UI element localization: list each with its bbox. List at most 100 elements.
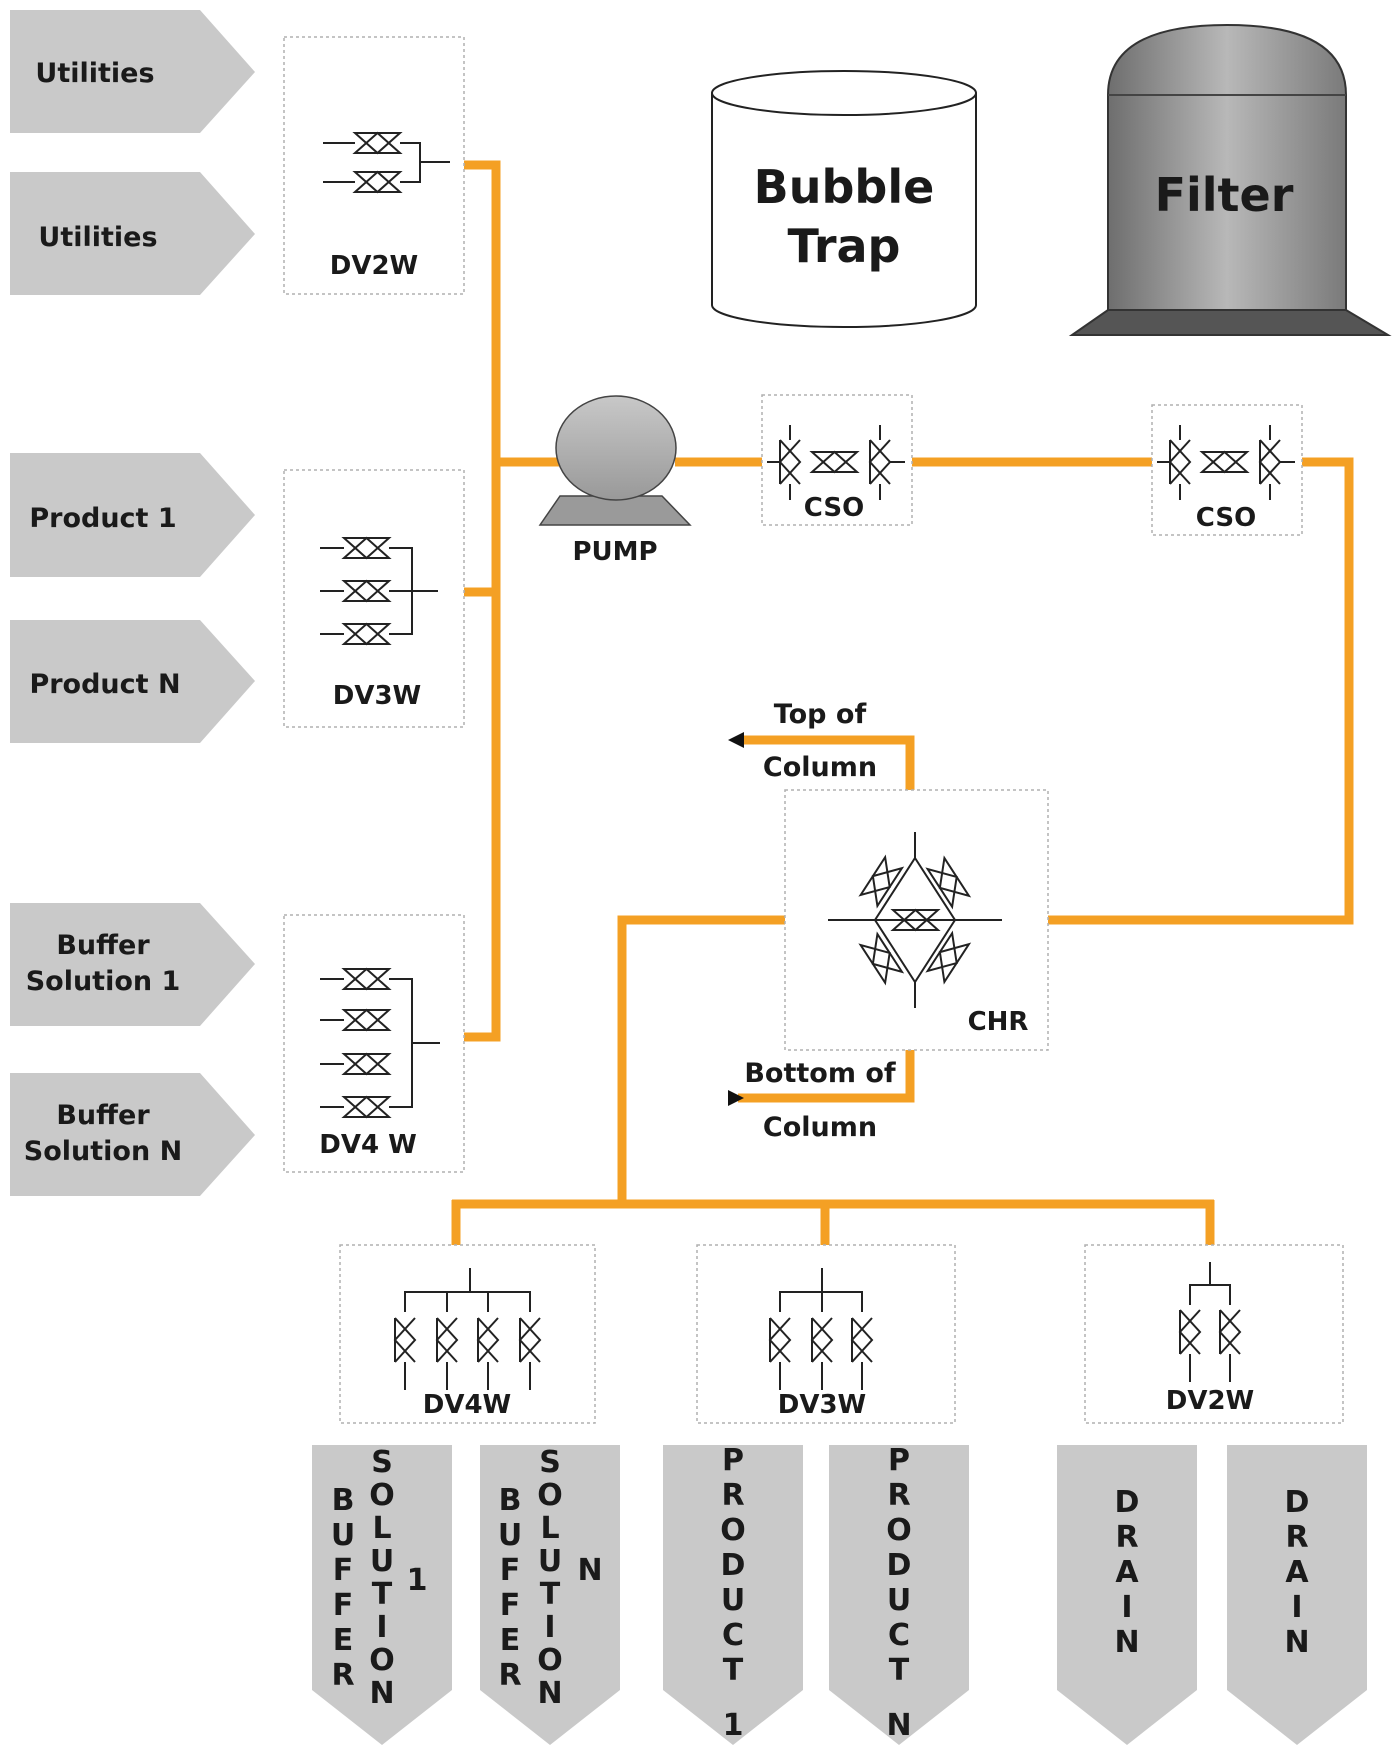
bottom-of-column-line1: Bottom of [744, 1058, 896, 1089]
input-utilities-1: Utilities [10, 10, 255, 133]
input-buffer-solution-n: Buffer Solution N [10, 1073, 255, 1196]
vertical-label-letter: U [331, 1518, 355, 1553]
pump-label: PUMP [572, 537, 657, 567]
valve-box-cso-2: CSO [1151, 404, 1303, 536]
bubble-trap: Bubble Trap [711, 70, 977, 328]
valve-box-chr: CHR [784, 789, 1049, 1051]
vertical-label-letter: T [540, 1577, 561, 1612]
dv3w-bottom-label: DV3W [778, 1390, 866, 1420]
chr-label: CHR [968, 1007, 1029, 1037]
input-product-n: Product N [10, 620, 255, 743]
vertical-label-letter: L [372, 1511, 391, 1546]
vertical-label-letter: U [887, 1583, 911, 1618]
vertical-label-letter: I [1291, 1590, 1302, 1625]
valve-box-dv3w-bottom: DV3W [696, 1244, 956, 1424]
vertical-label-letter: E [500, 1623, 521, 1658]
pipe-header [450, 160, 501, 1042]
vertical-label-letter: E [333, 1623, 354, 1658]
vertical-label-letter: B [332, 1483, 355, 1518]
input-buffer-n-line1: Buffer [56, 1100, 150, 1131]
pipes [438, 160, 1354, 1245]
vertical-label-letter: R [887, 1478, 910, 1513]
input-utilities-2: Utilities [10, 172, 255, 295]
input-product-n-label: Product N [29, 669, 180, 700]
vertical-label-letter: R [498, 1658, 521, 1693]
input-buffer-1-line1: Buffer [56, 930, 150, 961]
vertical-label-letter: P [722, 1443, 744, 1478]
vertical-label-letter: F [500, 1553, 521, 1588]
dv2w-bottom-label: DV2W [1166, 1386, 1254, 1416]
vertical-label-letter: U [370, 1544, 394, 1579]
vertical-label-letter: O [369, 1643, 395, 1678]
vertical-label-letter: S [539, 1445, 561, 1480]
valve-box-dv2w-top: DV2W [283, 36, 465, 295]
vertical-label-letter: U [721, 1583, 745, 1618]
input-buffer-n-line2: Solution N [24, 1136, 182, 1167]
vertical-label-letter: T [889, 1653, 910, 1688]
bubble-trap-label-line1: Bubble [754, 160, 935, 214]
vertical-label-letter: O [369, 1478, 395, 1513]
valve-box-dv4w-left: DV4 W [283, 914, 465, 1173]
input-utilities-2-label: Utilities [38, 222, 157, 253]
filter-vessel: Filter [1068, 23, 1392, 336]
vertical-label-letter: L [540, 1511, 559, 1546]
output-buffer-solution-n-suffix: N [577, 1553, 602, 1588]
vertical-label-letter: R [331, 1658, 354, 1693]
filter-label: Filter [1155, 168, 1294, 222]
vertical-label-letter: O [886, 1513, 912, 1548]
top-of-column-line2: Column [763, 752, 877, 783]
vertical-label-letter: D [1115, 1485, 1140, 1520]
input-product-1: Product 1 [10, 453, 255, 577]
vertical-label-letter: U [538, 1544, 562, 1579]
vertical-label-letter: N [1284, 1625, 1309, 1660]
vertical-label-letter: D [887, 1548, 912, 1583]
vertical-label-letter: O [537, 1643, 563, 1678]
vertical-label-letter: U [498, 1518, 522, 1553]
vertical-label-letter: R [721, 1478, 744, 1513]
pipe-chr-bottom-column [738, 1050, 915, 1103]
vertical-label-letter: O [720, 1513, 746, 1548]
dv2w-top-label: DV2W [330, 251, 418, 281]
vertical-label-letter: R [1115, 1520, 1138, 1555]
bottom-of-column-line2: Column [763, 1112, 877, 1143]
pipe-chr-top-column [738, 735, 915, 790]
vertical-label-letter: A [1285, 1555, 1309, 1590]
vertical-label-letter: D [721, 1548, 746, 1583]
cso-2-label: CSO [1196, 503, 1256, 533]
vertical-label-letter: B [499, 1483, 522, 1518]
valve-box-dv2w-bottom: DV2W [1084, 1244, 1344, 1424]
vertical-label-letter: T [372, 1577, 393, 1612]
output-product-n-suffix: N [886, 1708, 911, 1743]
vertical-label-letter: N [1114, 1625, 1139, 1660]
vertical-label-letter: F [333, 1588, 354, 1623]
vertical-label-letter: F [500, 1588, 521, 1623]
input-utilities-1-label: Utilities [35, 58, 154, 89]
output-product-1-suffix: 1 [723, 1708, 744, 1743]
vertical-label-letter: I [1121, 1590, 1132, 1625]
vertical-label-letter: N [537, 1676, 562, 1711]
top-of-column-line1: Top of [774, 699, 867, 730]
vertical-label-letter: D [1285, 1485, 1310, 1520]
vertical-label-letter: P [888, 1443, 910, 1478]
dv4w-left-label: DV4 W [319, 1130, 417, 1160]
vertical-label-letter: N [369, 1676, 394, 1711]
cso-1-label: CSO [804, 493, 864, 523]
pipe-chr-outlet [617, 915, 785, 1204]
output-buffer-solution-1-suffix: 1 [407, 1563, 428, 1598]
vertical-label-letter: C [722, 1618, 744, 1653]
pump: PUMP [538, 395, 692, 567]
vertical-label-letter: A [1115, 1555, 1139, 1590]
vertical-label-letter: T [723, 1653, 744, 1688]
vertical-label-letter: S [371, 1445, 393, 1480]
pipe-cso2-chr [1048, 457, 1354, 925]
